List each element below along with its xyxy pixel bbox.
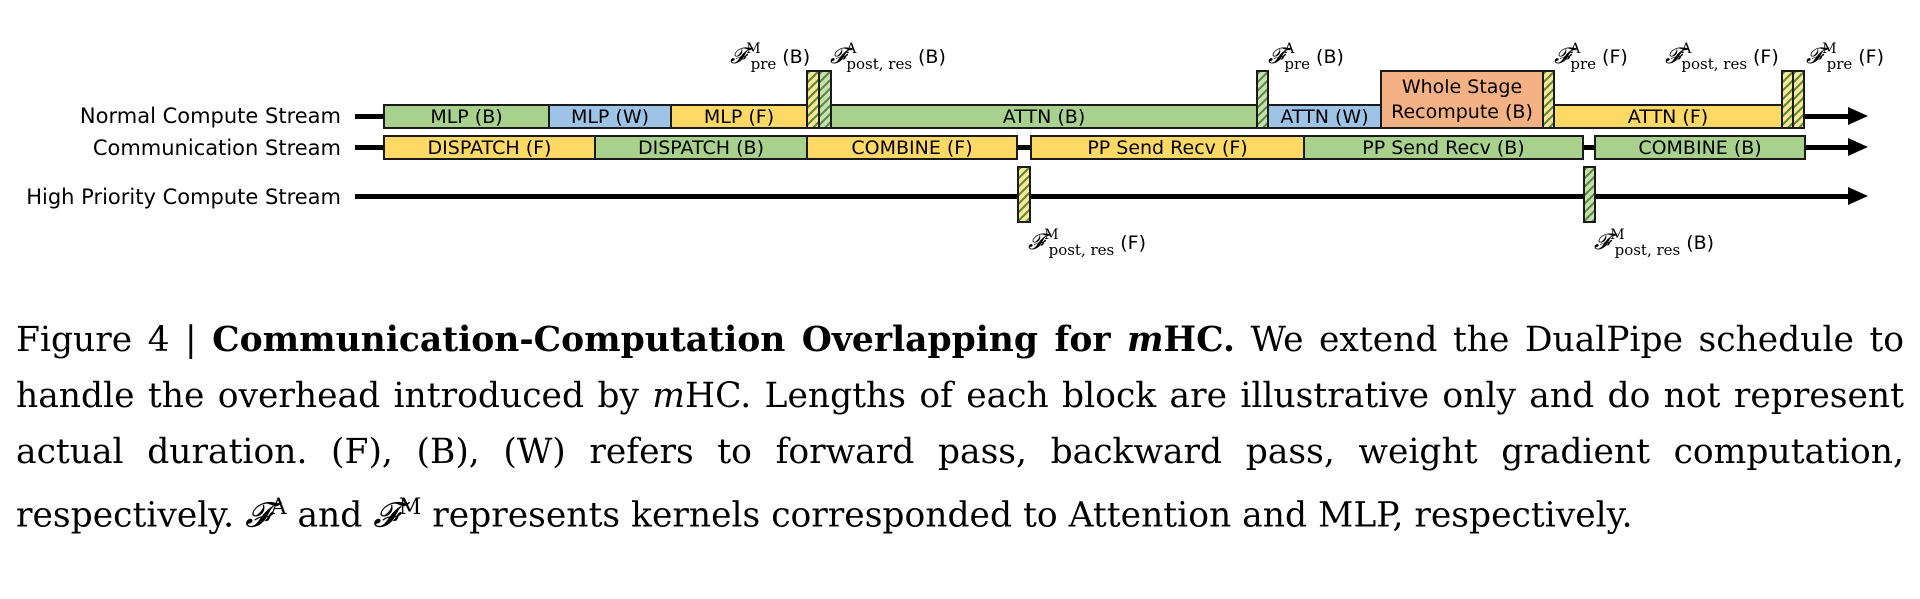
label-fm-post-res-f: 𝓕Mpost, res(F) (1028, 227, 1146, 259)
block-attn-b: ATTN (B) (830, 104, 1258, 129)
kernel-fa-post-res-b (818, 70, 832, 129)
kernel-fa-pre-b (1256, 70, 1269, 129)
block-combine-b: COMBINE (B) (1594, 135, 1806, 160)
kernel-fm-pre-f (1792, 70, 1805, 129)
kernel-fa-pre-f (1542, 70, 1555, 129)
block-pp-send-recv-f: PP Send Recv (F) (1030, 135, 1305, 160)
timeline-high-priority (355, 194, 1850, 199)
stream-label-communication: Communication Stream (92, 136, 341, 160)
arrow-high-priority (1848, 187, 1868, 205)
label-fa-pre-f: 𝓕Apre(F) (1554, 41, 1628, 73)
block-mlp-f: MLP (F) (670, 104, 808, 129)
label-fm-pre-b: 𝓕Mpre(B) (730, 41, 811, 73)
caption-m: m (652, 376, 685, 416)
stream-label-normal: Normal Compute Stream (79, 104, 341, 128)
label-fm-pre-f: 𝓕Mpre(F) (1806, 41, 1885, 73)
block-attn-w: ATTN (W) (1267, 104, 1382, 129)
caption-title: Communication-Computation Overlapping fo… (212, 320, 1236, 360)
caption-fa: 𝓕 (245, 495, 271, 536)
label-fa-post-res-b: 𝓕Apost, res(B) (830, 41, 946, 73)
caption-prefix: Figure 4 | (16, 320, 213, 360)
block-mlp-b: MLP (B) (383, 104, 550, 129)
block-whole-stage-recompute-b: Whole Stage Recompute (B) (1380, 70, 1544, 129)
recompute-label-line2: Recompute (B) (1391, 100, 1533, 123)
schedule-diagram: Normal Compute Stream Communication Stre… (0, 0, 1920, 290)
label-fm-post-res-b: 𝓕Mpost, res(B) (1594, 227, 1715, 259)
block-attn-f: ATTN (F) (1553, 104, 1783, 129)
kernel-fm-post-res-f (1017, 166, 1031, 223)
label-fa-pre-b: 𝓕Apre(B) (1268, 41, 1344, 73)
block-mlp-w: MLP (W) (548, 104, 672, 129)
block-dispatch-f: DISPATCH (F) (383, 135, 596, 160)
stream-label-high-priority: High Priority Compute Stream (26, 185, 341, 209)
figure-caption: Figure 4 | Communication-Computation Ove… (16, 320, 1904, 536)
caption-fm: 𝓕 (373, 495, 399, 536)
block-combine-f: COMBINE (F) (806, 135, 1018, 160)
recompute-label-line1: Whole Stage (1401, 75, 1523, 98)
label-fa-post-res-f: 𝓕Apost, res(F) (1665, 41, 1779, 73)
arrow-communication (1848, 138, 1868, 156)
arrow-normal (1848, 107, 1868, 125)
caption-body: We extend the DualPipe schedule to handl… (16, 320, 1904, 416)
block-pp-send-recv-b: PP Send Recv (B) (1303, 135, 1584, 160)
kernel-fm-post-res-b (1583, 166, 1596, 223)
block-dispatch-b: DISPATCH (B) (594, 135, 808, 160)
